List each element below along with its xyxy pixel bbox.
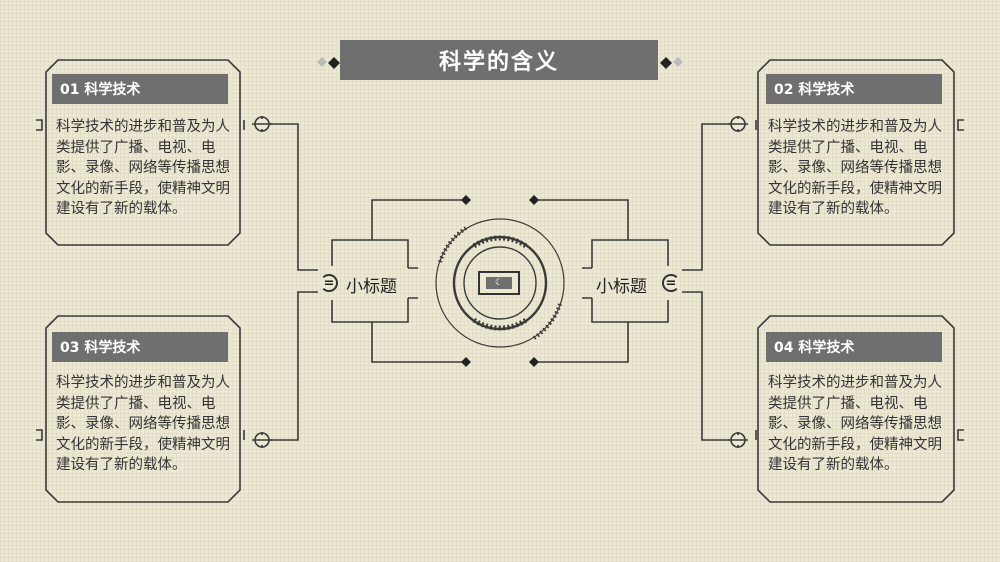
card-4-body: 科学技术的进步和普及为人类提供了广播、电视、电影、录像、网络等传播思想文化的新手… <box>768 375 942 474</box>
left-subtitle: 小标题 <box>346 277 397 297</box>
card-3-body: 科学技术的进步和普及为人类提供了广播、电视、电影、录像、网络等传播思想文化的新手… <box>56 375 230 474</box>
moon-icon: ☾ <box>486 277 512 289</box>
page-title: 科学的含义 <box>340 40 658 80</box>
right-equal-node-icon: = <box>662 274 680 292</box>
right-subtitle: 小标题 <box>596 277 647 297</box>
card-3-heading: 03 科学技术 <box>52 332 228 362</box>
card-2-heading: 02 科学技术 <box>766 74 942 104</box>
left-equal-node-icon: = <box>320 274 338 292</box>
card-1-body: 科学技术的进步和普及为人类提供了广播、电视、电影、录像、网络等传播思想文化的新手… <box>56 119 230 218</box>
card-4-heading: 04 科学技术 <box>766 332 942 362</box>
card-1-heading: 01 科学技术 <box>52 74 228 104</box>
card-2-body: 科学技术的进步和普及为人类提供了广播、电视、电影、录像、网络等传播思想文化的新手… <box>768 119 942 218</box>
center-gauge-box: ☾ <box>478 271 520 295</box>
